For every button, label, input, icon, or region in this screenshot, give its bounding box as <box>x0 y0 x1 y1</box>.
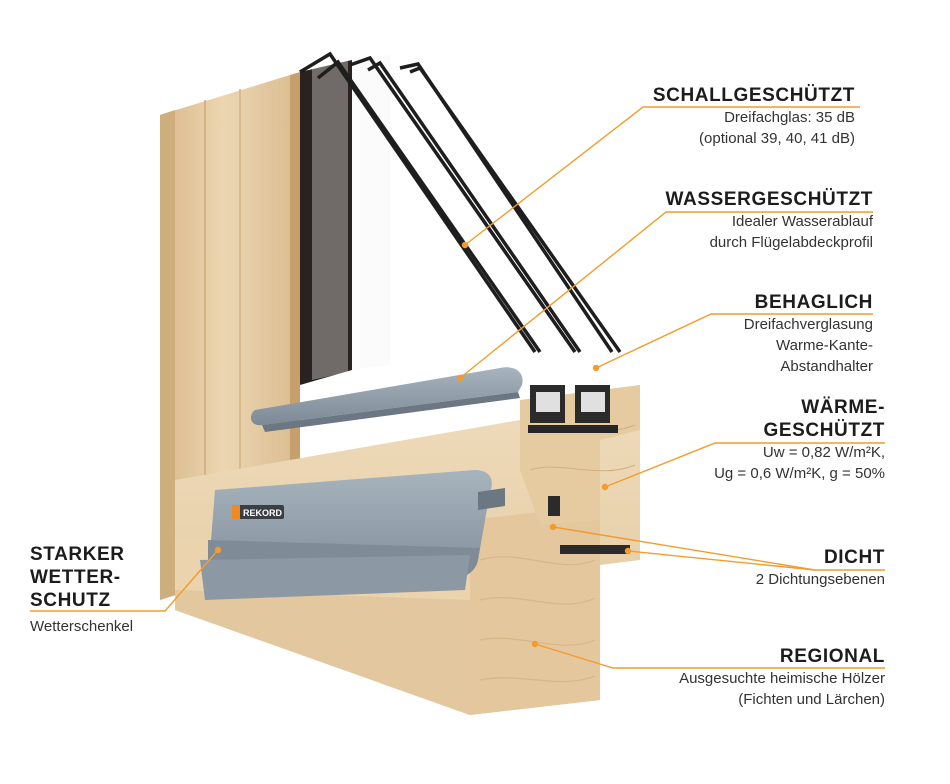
brand-logo: REKORD <box>243 508 283 518</box>
callout-dicht: DICHT 2 Dichtungsebenen <box>756 546 885 590</box>
callout-behaglich-line2: Warme-Kante- <box>776 337 873 354</box>
spacer-block <box>528 385 618 433</box>
callout-waerme-title2: GESCHÜTZT <box>763 420 885 441</box>
callout-regional-line1: Ausgesuchte heimische Hölzer <box>679 670 885 687</box>
callout-waerme-line1: Uw = 0,82 W/m²K, <box>762 444 885 461</box>
callout-regional-line2: (Fichten und Lärchen) <box>738 691 885 708</box>
callout-wasser-line1: Idealer Wasserablauf <box>731 213 873 230</box>
triple-glass-edges <box>299 51 622 354</box>
callout-waerme: WÄRME-GESCHÜTZT Uw = 0,82 W/m²K, Ug = 0,6… <box>714 396 885 484</box>
weather-bar-profile: REKORD <box>200 470 505 600</box>
callout-wetter-line1: Wetterschenkel <box>30 618 134 635</box>
callout-behaglich-title: BEHAGLICH <box>754 292 873 313</box>
callout-line-schall <box>464 106 860 246</box>
callout-wasser: WASSERGESCHÜTZT Idealer Wasserablauf durc… <box>666 188 873 253</box>
callout-behaglich-line3: Abstandhalter <box>780 358 873 375</box>
callout-line-wetter <box>30 549 219 612</box>
callout-schall-line2: (optional 39, 40, 41 dB) <box>699 130 855 147</box>
callout-line-waerme <box>604 442 885 488</box>
callout-wasser-title: WASSERGESCHÜTZT <box>665 189 873 210</box>
callout-dicht-title: DICHT <box>823 547 885 568</box>
callout-wetter-title2: WETTER- <box>30 567 121 588</box>
callout-wetter-title1: STARKER <box>30 544 125 565</box>
callout-regional-title: REGIONAL <box>779 646 885 667</box>
callout-line-regional <box>534 643 885 669</box>
callout-wasser-line2: durch Flügelabdeckprofil <box>709 234 873 251</box>
seal-strips <box>548 496 630 554</box>
callout-schall-line1: Dreifachglas: 35 dB <box>724 109 855 126</box>
sash-cover-profile <box>250 367 523 432</box>
callout-schall: SCHALLGESCHÜTZT Dreifachglas: 35 dB (opti… <box>653 84 855 149</box>
glass-panes <box>300 55 390 385</box>
callout-schall-title: SCHALLGESCHÜTZT <box>652 85 855 106</box>
callout-behaglich-line1: Dreifachverglasung <box>743 316 873 333</box>
callout-line-wasser <box>459 211 873 379</box>
callout-line-behaglich <box>595 313 873 369</box>
callout-waerme-title1: WÄRME- <box>801 397 885 418</box>
callout-dicht-line1: 2 Dichtungsebenen <box>755 571 885 588</box>
callout-wetter-title3: SCHUTZ <box>30 590 111 611</box>
callout-regional: REGIONAL Ausgesuchte heimische Hölzer (Fi… <box>679 645 885 710</box>
callout-waerme-line2: Ug = 0,6 W/m²K, g = 50% <box>714 465 885 482</box>
callout-lines <box>30 106 885 669</box>
